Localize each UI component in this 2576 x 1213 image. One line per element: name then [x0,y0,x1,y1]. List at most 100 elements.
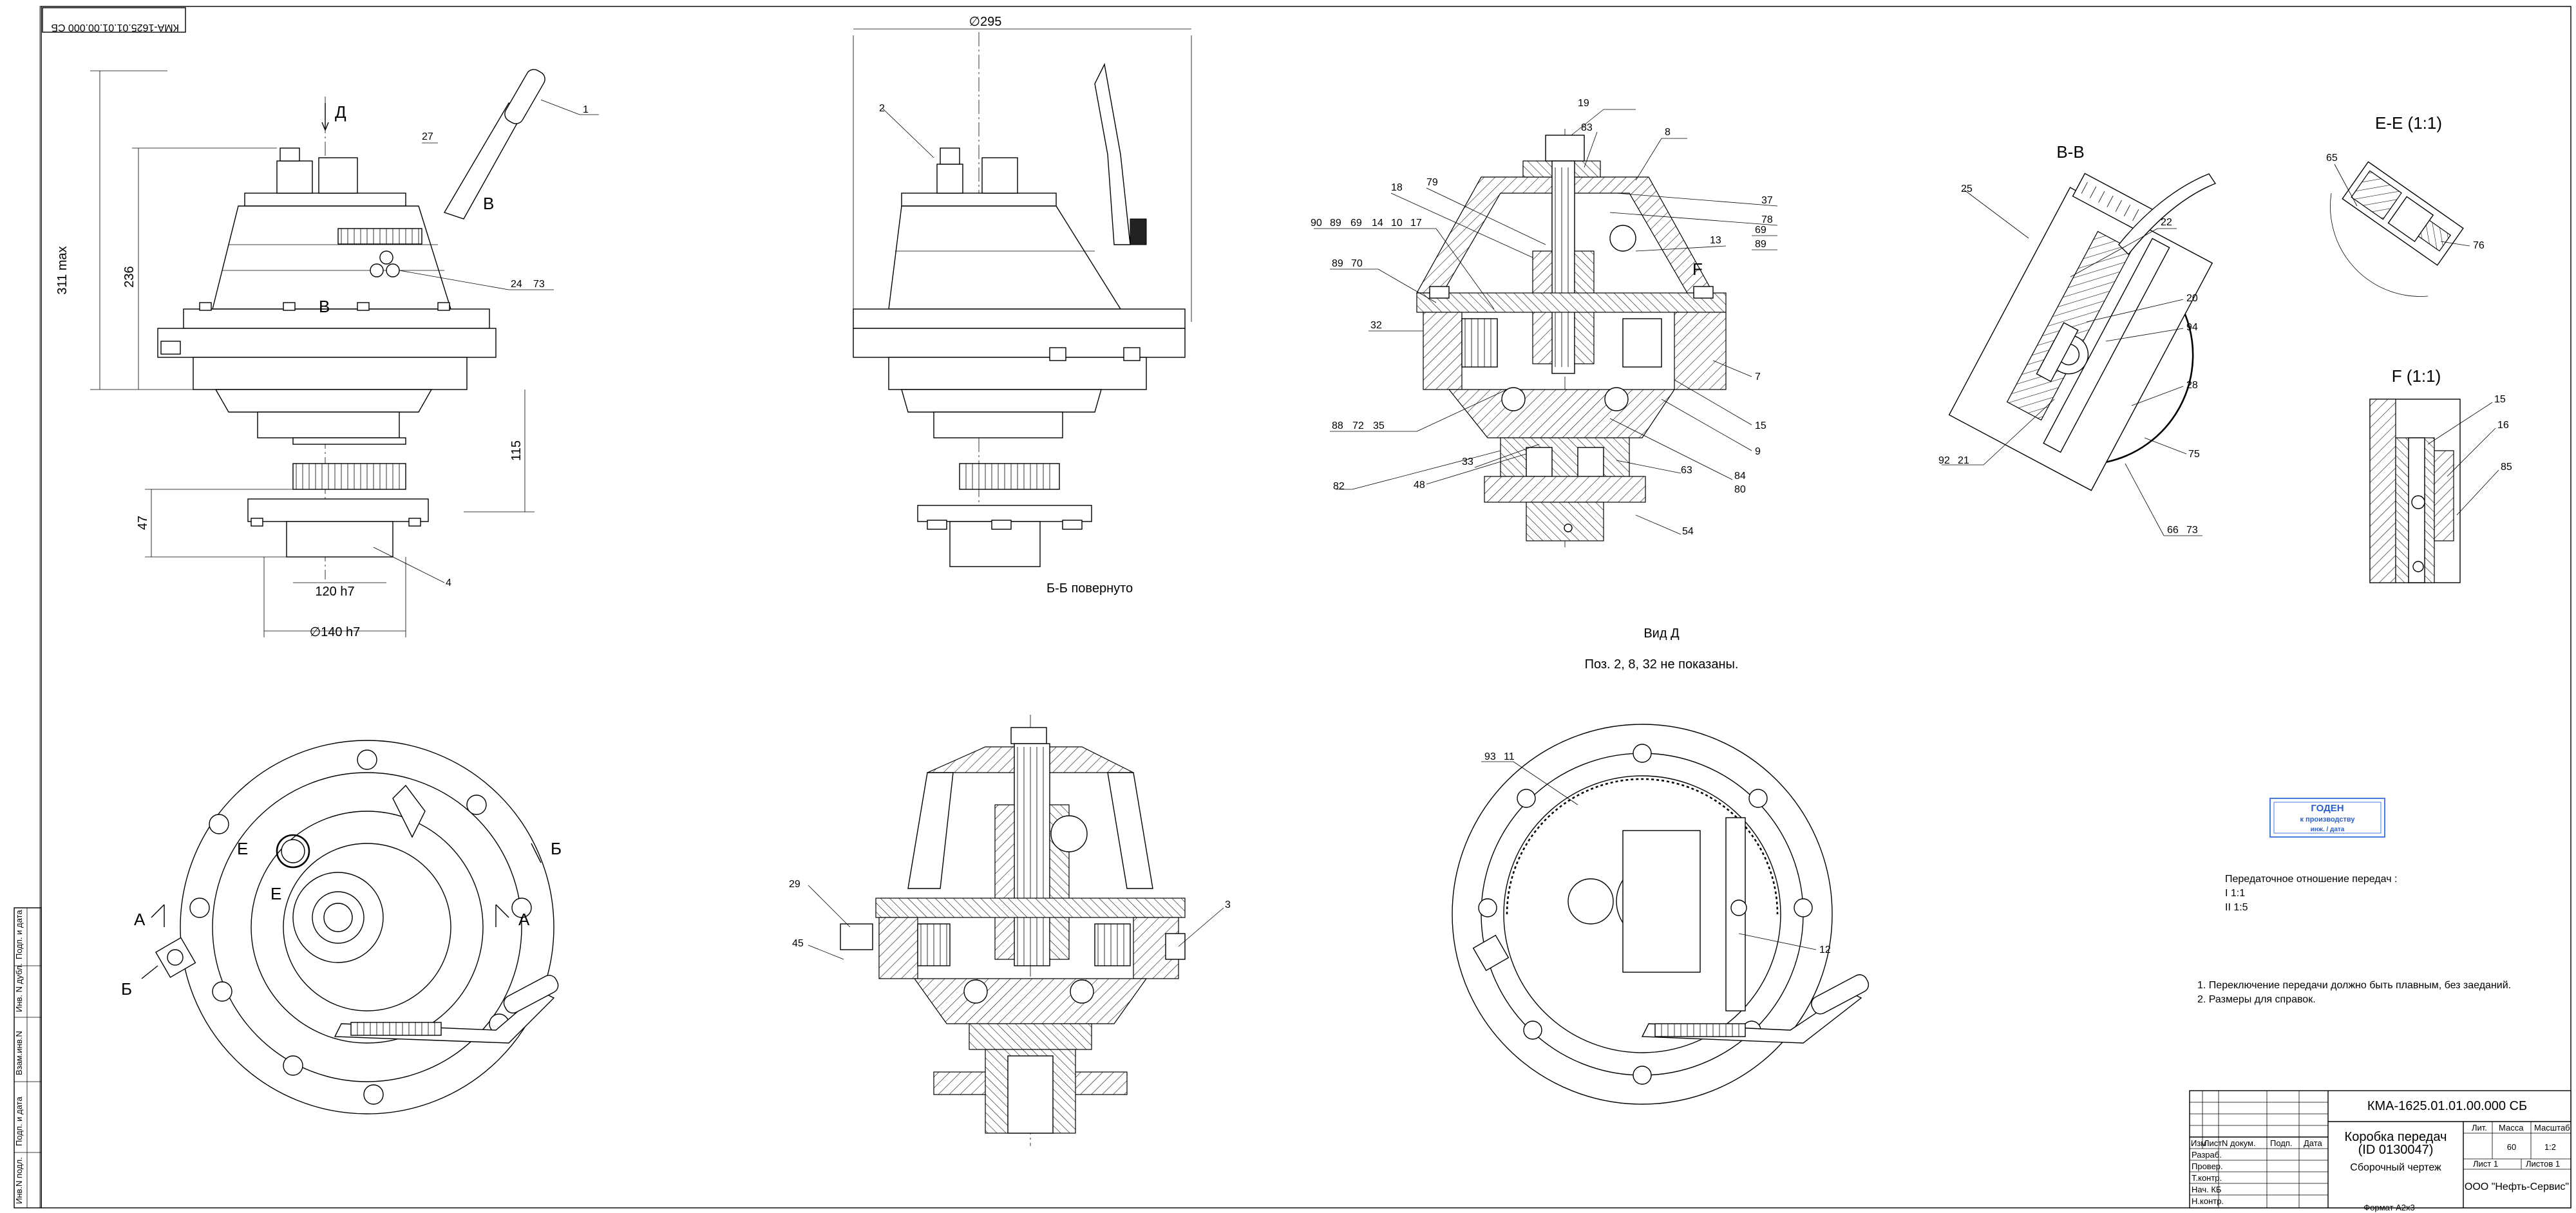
callout-66: 66 [2167,525,2179,536]
callout-83: 83 [1581,122,1593,133]
callout-22: 22 [2161,217,2172,228]
spring-lower [350,1022,442,1036]
callout-21: 21 [1958,455,1969,466]
dim-flange: 47 [136,516,150,530]
detail-f-view: F (1:1) 15 16 85 [2369,366,2512,583]
tb-col-doc: N докум. [2222,1138,2256,1148]
callout-25: 25 [1961,183,1973,194]
tb-role-1: Разраб. [2192,1150,2222,1160]
section-bb-title: Б-Б повернуто [1046,581,1133,596]
stamp-line-1: ГОДЕН [2311,803,2344,814]
dim-pilot: ∅140 h7 [310,625,361,639]
tb-sheets: Листов 1 [2526,1159,2560,1169]
section-vv-title: В-В [2056,142,2084,162]
view-d-note: Поз. 2, 8, 32 не показаны. [1585,657,1739,672]
section-aa-view: 29 45 3 [789,715,1231,1146]
callout-73: 73 [533,279,545,290]
callout-19: 19 [1578,98,1589,109]
detail-ee-view: Е-Е (1:1) 65 76 [2326,113,2485,297]
label-b-left: Б [121,979,132,999]
stamp-col-4: Подп. и дата [14,1096,24,1146]
callout-7: 7 [1755,371,1761,382]
callout-79: 79 [1426,177,1438,188]
callout-18: 18 [1391,182,1403,193]
tb-scale: 1:2 [2544,1142,2556,1152]
callout-35: 35 [1373,420,1385,431]
callout-85: 85 [2501,462,2512,473]
callout-80: 80 [1734,484,1746,495]
callout-32: 32 [1370,320,1382,331]
callout-3: 3 [1225,899,1231,910]
tb-role-4: Нач. КБ [2192,1185,2221,1194]
stamp-col-2: Инв. N дубл. [14,963,24,1012]
callout-12: 12 [1819,945,1831,955]
spring [337,228,422,245]
tb-hdr-lit: Лит. [2472,1123,2487,1133]
tb-id: (ID 0130047) [2358,1143,2434,1157]
tb-hdr-mass: Масса [2499,1123,2524,1133]
tb-mass: 60 [2507,1142,2516,1152]
tb-hdr-scale: Масштаб [2534,1123,2570,1133]
callout-76: 76 [2473,240,2485,251]
callout-45: 45 [792,938,804,949]
gear-teeth [292,463,406,490]
label-e-1: Е [237,839,248,858]
label-a-right: А [518,910,530,929]
callout-29: 29 [789,879,800,890]
rotated-designation: КМА-1625.01.01.00.000 СБ [51,22,179,33]
callout-54: 54 [1682,526,1694,537]
main-section-view: 19 83 8 90 89 69 14 10 17 18 79 89 70 32… [1311,98,1778,672]
ratio-2: II 1:5 [2225,902,2248,913]
callout-84: 84 [1734,471,1746,482]
label-b-right: Б [551,839,562,858]
tb-sheet: Лист 1 [2473,1159,2498,1169]
callout-10: 10 [1391,218,1403,229]
stamp-line-2: к производству [2300,816,2355,823]
callout-69a: 69 [1350,218,1362,229]
detail-ee-title: Е-Е (1:1) [2375,113,2442,133]
callout-63: 63 [1681,465,1692,476]
view-d-title: Вид Д [1643,626,1680,641]
callout-72: 72 [1352,420,1364,431]
note-1: 1. Переключение передачи должно быть пла… [2197,980,2511,991]
callout-92: 92 [1938,455,1950,466]
top-view: Е Е А А Б Б [121,740,562,1114]
callout-24: 24 [511,279,522,290]
section-bb-view: ∅295 2 Б-Б повернуто [853,15,1192,596]
tb-doctype: Сборочный чертеж [2350,1162,2441,1173]
gear-teeth-bb [959,463,1060,490]
callout-37: 37 [1761,195,1773,206]
callout-88: 88 [1332,420,1343,431]
dim-295: ∅295 [969,15,1002,29]
callout-93: 93 [1484,751,1496,762]
callout-20: 20 [2186,293,2198,304]
note-2: 2. Размеры для справок. [2197,994,2316,1005]
callout-78: 78 [1761,214,1773,225]
callout-70: 70 [1351,258,1363,269]
stamp-col-1: Подп. и дата [14,910,24,959]
label-v-right: В [483,194,494,213]
ratio-title: Передаточное отношение передач : [2225,874,2397,885]
drawing-frame: Подп. и дата Инв. N дубл. Взам.инв.N Под… [14,6,2571,1208]
ratio-1: I 1:1 [2225,888,2245,899]
callout-65: 65 [2326,153,2338,164]
label-v-left: В [319,297,330,316]
front-view: 311 max 236 115 47 120 h7 ∅140 h7 Д В В … [55,69,599,639]
callout-15a: 15 [1755,420,1766,431]
section-vv-view: В-В 25 22 20 94 28 75 92 21 66 [1938,142,2217,536]
tb-role-5: Н.контр. [2192,1196,2224,1206]
tb-company: ООО "Нефть-Сервис" [2465,1181,2569,1192]
stamp-line-3: инж. / дата [2311,826,2345,833]
callout-94: 94 [2186,322,2198,333]
callout-4: 4 [446,578,451,588]
stamp-col-5: Инв.N подл. [14,1157,24,1204]
callout-2: 2 [879,103,885,114]
tb-role-3: Т.контр. [2192,1173,2222,1183]
dim-shaft: 120 h7 [315,585,354,599]
bolt-holes-ring [189,749,532,1105]
callout-82: 82 [1333,481,1345,492]
callout-90: 90 [1311,218,1322,229]
mark-f: F [1692,259,1703,279]
callout-14: 14 [1372,218,1383,229]
